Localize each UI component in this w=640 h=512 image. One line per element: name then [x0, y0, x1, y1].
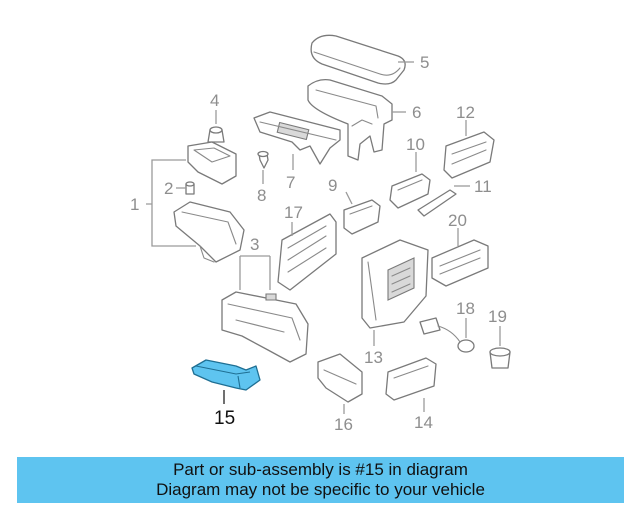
- leader-1: [146, 159, 196, 247]
- part-7-console-bezel: [253, 111, 341, 165]
- callout-11: 11: [474, 177, 492, 196]
- part-5-armrest-lid: [310, 34, 406, 85]
- leader-9: [345, 191, 353, 205]
- callout-3: 3: [250, 235, 259, 254]
- part-19-cup: [489, 347, 511, 369]
- part-2-small-fastener: [185, 181, 195, 195]
- callout-5: 5: [420, 53, 429, 72]
- callout-6: 6: [412, 103, 421, 122]
- part-8-clip: [257, 150, 269, 169]
- callout-10: 10: [406, 135, 425, 154]
- part-3-lower-bracket: [221, 291, 309, 363]
- info-banner: Part or sub-assembly is #15 in diagram D…: [17, 457, 624, 503]
- callout-19: 19: [488, 307, 507, 326]
- part-14-tray: [385, 357, 437, 401]
- part-9-switch-panel: [343, 199, 381, 235]
- part-16-storage-bin: [317, 353, 363, 403]
- parts-exploded-diagram: 5 6 7 4 8 1 2: [130, 34, 511, 434]
- callout-15: 15: [214, 408, 235, 429]
- leader-3: [239, 255, 271, 290]
- callout-12: 12: [456, 103, 475, 122]
- callout-4: 4: [210, 91, 219, 110]
- part-6-lid-bracket: [307, 78, 393, 161]
- callout-18: 18: [456, 299, 475, 318]
- part-12-vent-bezel: [443, 131, 495, 179]
- callout-13: 13: [364, 348, 383, 367]
- callout-9: 9: [328, 176, 337, 195]
- banner-line-1: Part or sub-assembly is #15 in diagram: [173, 460, 468, 479]
- callout-2: 2: [164, 179, 173, 198]
- part-15-highlighted-duct: [191, 359, 261, 391]
- part-20-rear-vent: [431, 239, 489, 287]
- callout-7: 7: [286, 173, 295, 192]
- part-4-cap: [207, 126, 225, 143]
- callout-1: 1: [130, 195, 139, 214]
- callout-14: 14: [414, 413, 433, 432]
- part-1-storage-tray: [173, 141, 245, 263]
- callout-8: 8: [257, 186, 266, 205]
- part-11-trim-strip: [417, 189, 457, 217]
- part-17-bracket-frame: [277, 213, 337, 291]
- part-13-rear-panel: [361, 239, 429, 329]
- banner-line-2: Diagram may not be specific to your vehi…: [156, 480, 485, 499]
- part-10-panel: [389, 173, 431, 209]
- callout-17: 17: [284, 203, 303, 222]
- callout-20: 20: [448, 211, 467, 230]
- part-18-connector: [419, 317, 475, 353]
- callout-16: 16: [334, 415, 353, 434]
